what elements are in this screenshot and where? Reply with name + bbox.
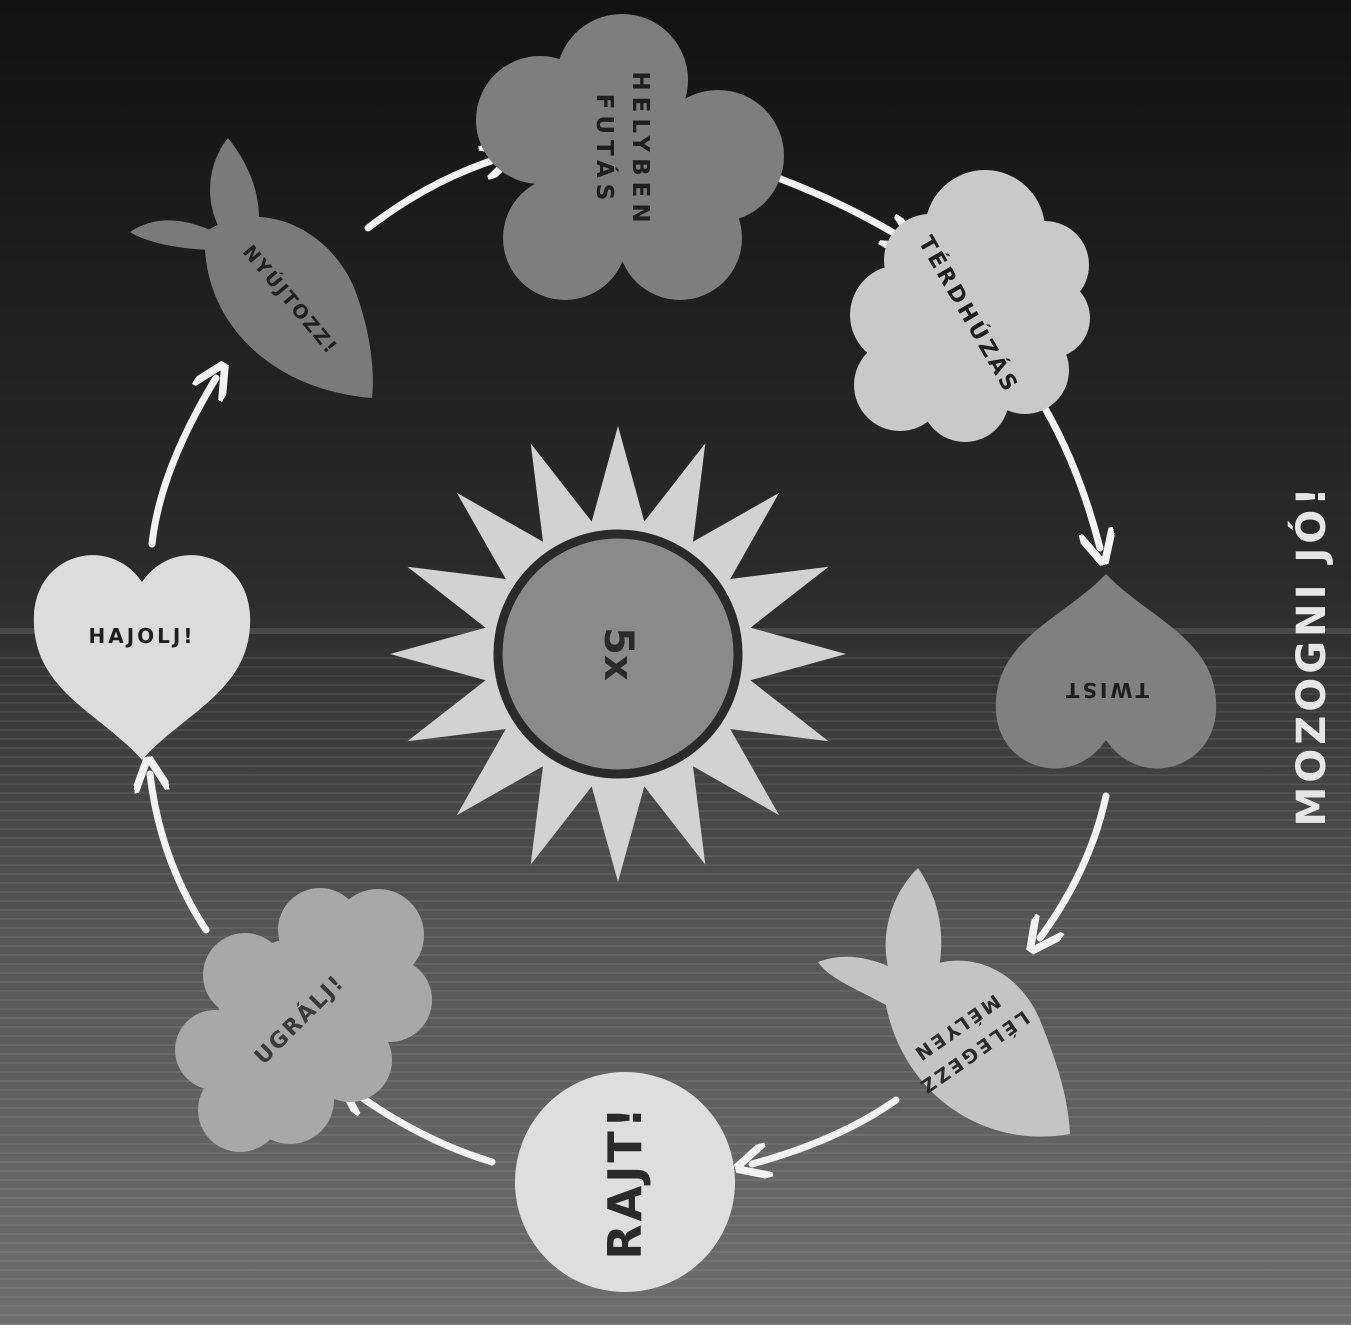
step-label: TWIST [1063, 678, 1149, 702]
repetitions-label: 5x [595, 627, 641, 681]
step-label-line: HELYBEN [627, 71, 653, 228]
start-label: RAJT! [598, 1104, 652, 1260]
step-label: HAJOLJ! [89, 624, 196, 648]
step-label-line: FUTÁS [591, 94, 619, 207]
step-rajt[interactable]: RAJT! [515, 1072, 735, 1292]
page-title: MOZOGNI JÓ! [1287, 483, 1335, 826]
sun-center: 5x [390, 426, 846, 882]
